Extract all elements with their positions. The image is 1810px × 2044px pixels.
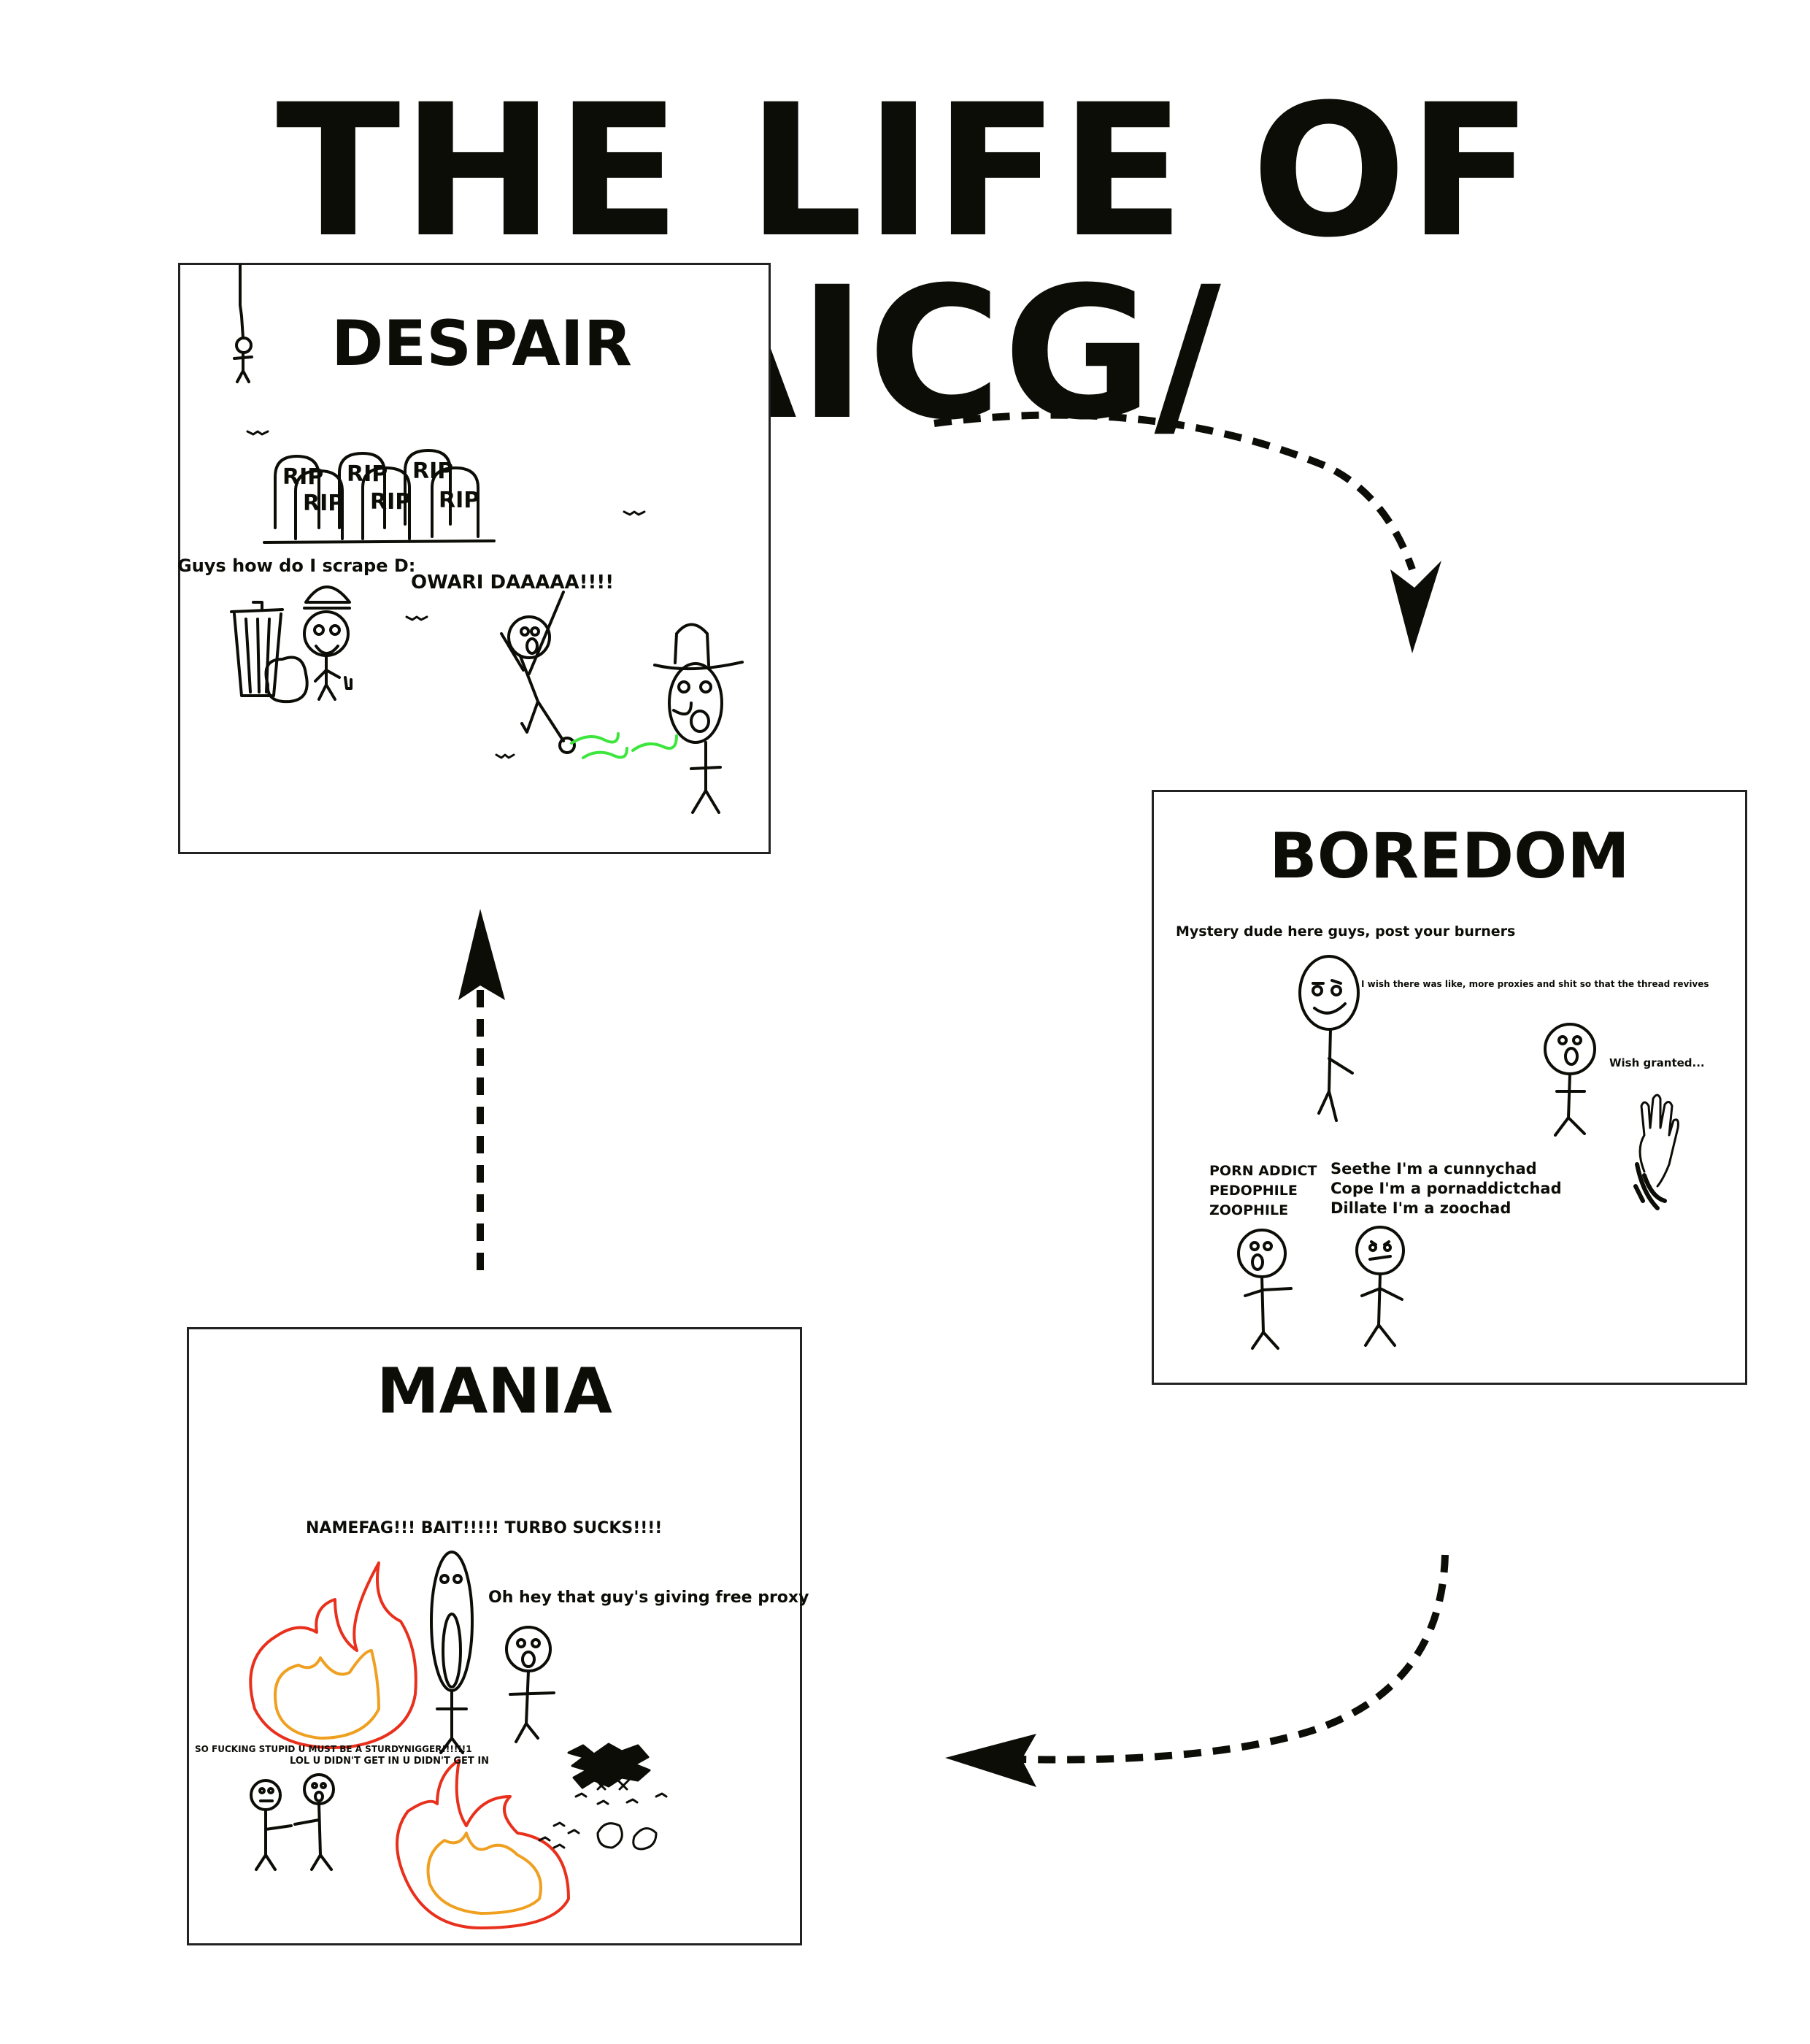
tombstone-label: RIP [303,491,344,516]
trash-can [230,601,309,704]
arrow-head-icon [945,1734,1036,1787]
panel-boredom: BOREDOM [1152,790,1747,1385]
arrow-head-icon [458,909,505,1000]
caption-reply-2: Cope I'm a pornaddictchad [1330,1180,1562,1197]
fedora-figure [653,623,744,814]
tombstones: RIP RIP RIP RIP RIP RIP [263,449,496,544]
caption-label-3: ZOOPHILE [1209,1202,1289,1218]
panel-title-mania: MANIA [377,1355,612,1428]
despair-drawing: RIP RIP RIP RIP RIP RIP [230,264,744,814]
panel-despair: DESPAIR RIP RIP RIP [177,263,771,854]
crowd-scribble [538,1743,668,1851]
vomit-splash [570,732,678,759]
homeless-figure [303,585,353,701]
caption-reply-1: Seethe I'm a cunnychad [1330,1160,1537,1177]
panel-title-despair: DESPAIR [331,307,632,380]
tombstone-label: RIP [282,464,323,490]
wishing-figure [1544,1023,1596,1137]
fire-icon [396,1759,570,1929]
tombstone-label: RIP [347,461,388,487]
hanging-figure [233,264,253,383]
mystery-dude-figure [1298,955,1360,1122]
arrow-boredom-to-mania [945,1554,1449,1787]
tombstone-label: RIP [439,488,480,513]
caption-reply-3: Dillate I'm a zoochad [1330,1199,1511,1217]
tombstone-label: RIP [412,458,453,484]
proxy-figure [505,1626,555,1743]
falling-figure [500,591,576,754]
caption-label-1: PORN ADDICT [1209,1163,1317,1179]
caption-wish: I wish there was like, more proxies and … [1361,979,1709,989]
caption-stupid: SO FUCKING STUPID U MUST BE A STURDYNIGG… [195,1744,472,1754]
panel-mania: MANIA [187,1327,809,1945]
arrow-mania-to-despair [458,909,505,1270]
mania-drawing [249,1551,668,1929]
caption-lol: LOL U DIDN'T GET IN U DIDN'T GET IN [290,1756,490,1767]
arrow-despair-to-boredom [933,411,1441,653]
caption-scrape: Guys how do I scrape D: [177,556,416,576]
accusing-figure [1237,1229,1293,1350]
caption-namefag: NAMEFAG!!! BAIT!!!!! TURBO SUCKS!!!! [306,1519,663,1537]
caption-label-2: PEDOPHILE [1209,1183,1298,1199]
tombstone-label: RIP [370,489,411,515]
boredom-drawing [1237,955,1679,1350]
caption-proxy: Oh hey that guy's giving free proxy [488,1588,809,1607]
arrow-head-icon [1390,561,1441,653]
fire-icon [249,1561,417,1749]
arguing-figures [250,1773,335,1871]
caption-granted: Wish granted... [1609,1056,1705,1069]
caption-mystery: Mystery dude here guys, post your burner… [1176,923,1516,940]
bat-icon [246,430,646,759]
chad-figure [1355,1226,1405,1347]
monkey-paw-icon [1633,1094,1679,1210]
screaming-figure [430,1551,474,1754]
caption-owari: OWARI DAAAAA!!!! [411,572,615,593]
panel-title-boredom: BOREDOM [1269,820,1630,893]
